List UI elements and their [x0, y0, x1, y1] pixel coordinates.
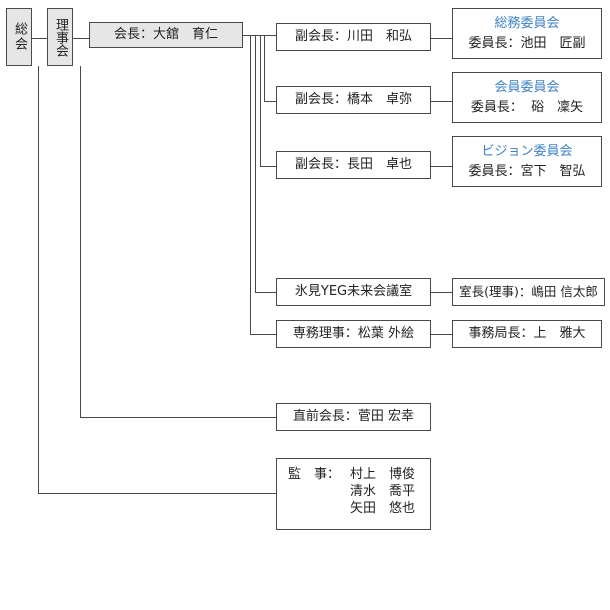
branch-vice-2: [264, 101, 276, 102]
future-room-head-label: 室長(理事)：嶋田 信太郎: [459, 284, 598, 299]
vice-president-label: 副会長：橋本 卓弥: [294, 92, 412, 107]
bus-vice-2: [264, 35, 265, 101]
office-head-box: 事務局長：上 雅大: [452, 320, 602, 348]
auditors-box: 監 事： 村上 博俊 清水 喬平 矢田 悠也: [276, 458, 431, 530]
future-room-label: 氷見YEG未来会議室: [294, 284, 413, 299]
president-label: 会長：大舘 育仁: [113, 27, 218, 42]
committee-box-membership: 会員委員会 委員長： 硲 凜矢: [452, 72, 602, 123]
committee-box-general-affairs: 総務委員会 委員長：池田 匠副: [452, 8, 602, 59]
committee-name: 総務委員会: [494, 15, 560, 31]
president-box: 会長：大舘 育仁: [89, 22, 243, 48]
future-room-box: 氷見YEG未来会議室: [276, 278, 431, 306]
board-box: 理事会: [47, 8, 73, 66]
bus-exec-director: [250, 35, 251, 334]
vice-president-label: 副会長：川田 和弘: [294, 29, 412, 44]
branch-exec-director: [250, 334, 276, 335]
committee-chair: 委員長：池田 匠副: [468, 35, 586, 51]
branch-future-room: [255, 292, 276, 293]
line-board-president: [73, 38, 89, 39]
vice-president-box-1: 副会長：川田 和弘: [276, 23, 431, 51]
former-president-box: 直前会長：菅田 宏幸: [276, 403, 431, 431]
vice-president-box-2: 副会長：橋本 卓弥: [276, 86, 431, 114]
link-future-room-head: [431, 292, 452, 293]
board-label: 理事会: [53, 17, 68, 57]
auditor-row-2: 清水 喬平: [288, 483, 430, 500]
executive-director-box: 専務理事：松葉 外絵: [276, 320, 431, 348]
bus-future-room: [255, 35, 256, 292]
executive-director-label: 専務理事：松葉 外絵: [292, 326, 415, 341]
link-vice-2-committee: [431, 101, 452, 102]
auditor-row-3: 矢田 悠也: [288, 500, 430, 517]
assembly-down-line: [38, 66, 39, 493]
general-assembly-box: 総会: [6, 8, 32, 66]
link-vice-1-committee: [431, 38, 452, 39]
future-room-head-box: 室長(理事)：嶋田 信太郎: [452, 278, 605, 306]
auditors-label: 監 事：: [288, 467, 341, 482]
board-down-line: [80, 66, 81, 417]
committee-chair: 委員長：宮下 智弘: [468, 163, 586, 179]
branch-auditors: [38, 493, 276, 494]
committee-chair: 委員長： 硲 凜矢: [470, 99, 584, 115]
auditor-name: 矢田 悠也: [350, 501, 416, 516]
office-head-label: 事務局長：上 雅大: [468, 326, 586, 341]
former-president-label: 直前会長：菅田 宏幸: [292, 409, 415, 424]
line-president-bus: [242, 35, 276, 36]
link-vice-3-committee: [431, 166, 452, 167]
branch-former-president: [80, 417, 276, 418]
auditor-name: 村上 博俊: [350, 467, 416, 482]
vice-president-label: 副会長：長田 卓也: [294, 157, 412, 172]
link-exec-office: [431, 334, 452, 335]
branch-vice-3: [260, 166, 276, 167]
auditor-name: 清水 喬平: [350, 484, 416, 499]
general-assembly-label: 総会: [12, 22, 27, 52]
committee-box-vision: ビジョン委員会 委員長：宮下 智弘: [452, 136, 602, 187]
vice-president-box-3: 副会長：長田 卓也: [276, 151, 431, 179]
auditor-row-1: 監 事： 村上 博俊: [288, 466, 430, 483]
line-assembly-board: [31, 38, 47, 39]
bus-vice-3: [260, 35, 261, 166]
committee-name: 会員委員会: [494, 79, 560, 95]
committee-name: ビジョン委員会: [481, 143, 573, 159]
